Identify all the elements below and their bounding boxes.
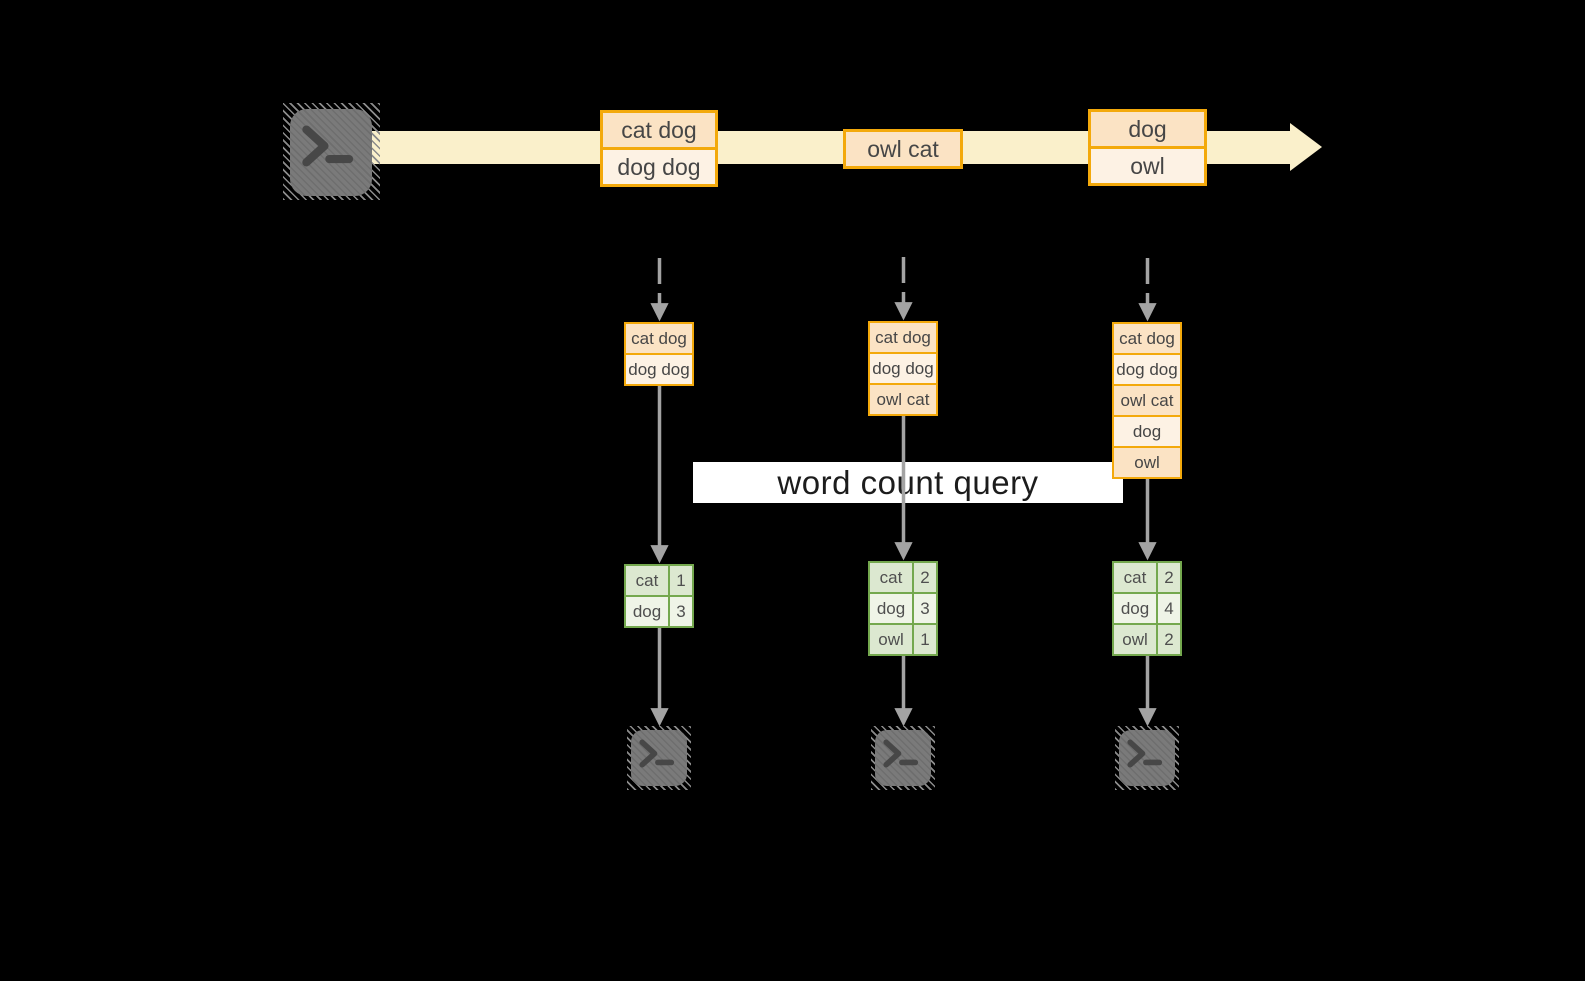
count-value: 1 <box>912 625 936 654</box>
stream-batch-3: dog owl <box>1088 109 1207 186</box>
count-word: dog <box>876 599 906 618</box>
count-value: 3 <box>668 597 692 626</box>
batch-line: dog <box>1091 112 1204 146</box>
count-table-1: cat 1 dog 3 <box>624 564 694 628</box>
state-box-1: cat dog dog dog <box>624 322 694 386</box>
batch-line: cat dog <box>603 113 715 147</box>
count-value: 2 <box>1156 625 1180 654</box>
count-word: dog <box>1120 599 1150 618</box>
count-word: dog <box>632 602 662 621</box>
terminal-icon <box>875 730 931 786</box>
stream-batch-1: cat dog dog dog <box>600 110 718 187</box>
state-line: dog dog <box>870 352 936 383</box>
sink-terminal-1 <box>627 726 691 790</box>
batch-line: owl <box>1091 146 1204 183</box>
count-word: cat <box>1123 568 1147 587</box>
stream-batch-2: owl cat <box>843 129 963 169</box>
terminal-icon <box>290 109 372 196</box>
count-value: 2 <box>912 563 936 592</box>
count-row: dog 3 <box>626 595 692 626</box>
stream-arrowhead <box>1290 123 1322 171</box>
stream-source-terminal <box>283 103 380 200</box>
count-word: owl <box>878 630 904 649</box>
count-row: cat 2 <box>1114 563 1180 592</box>
state-line: cat dog <box>870 323 936 352</box>
count-row: owl 1 <box>870 623 936 654</box>
terminal-icon <box>631 730 687 786</box>
count-row: dog 3 <box>870 592 936 623</box>
state-box-2: cat dog dog dog owl cat <box>868 321 938 416</box>
sink-terminal-3 <box>1115 726 1179 790</box>
count-table-3: cat 2 dog 4 owl 2 <box>1112 561 1182 656</box>
count-word: cat <box>635 571 659 590</box>
state-line: cat dog <box>626 324 692 353</box>
terminal-icon <box>1119 730 1175 786</box>
count-row: cat 2 <box>870 563 936 592</box>
count-word: cat <box>879 568 903 587</box>
count-value: 3 <box>912 594 936 623</box>
query-label: word count query <box>777 463 1039 501</box>
state-line: dog dog <box>1114 353 1180 384</box>
count-row: dog 4 <box>1114 592 1180 623</box>
state-box-3: cat dog dog dog owl cat dog owl <box>1112 322 1182 479</box>
count-value: 2 <box>1156 563 1180 592</box>
state-line: dog dog <box>626 353 692 384</box>
state-line: owl <box>1114 446 1180 477</box>
state-line: owl cat <box>870 383 936 414</box>
count-row: owl 2 <box>1114 623 1180 654</box>
state-line: owl cat <box>1114 384 1180 415</box>
terminal-prompt-glyph <box>1127 739 1163 768</box>
sink-terminal-2 <box>871 726 935 790</box>
count-row: cat 1 <box>626 566 692 595</box>
count-value: 4 <box>1156 594 1180 623</box>
state-line: cat dog <box>1114 324 1180 353</box>
terminal-prompt-glyph <box>302 125 354 167</box>
state-line: dog <box>1114 415 1180 446</box>
count-table-2: cat 2 dog 3 owl 1 <box>868 561 938 656</box>
query-label-band: word count query <box>693 462 1123 503</box>
terminal-prompt-glyph <box>639 739 675 768</box>
count-word: owl <box>1122 630 1148 649</box>
batch-line: dog dog <box>603 147 715 184</box>
batch-line: owl cat <box>846 132 960 166</box>
terminal-prompt-glyph <box>883 739 919 768</box>
count-value: 1 <box>668 566 692 595</box>
